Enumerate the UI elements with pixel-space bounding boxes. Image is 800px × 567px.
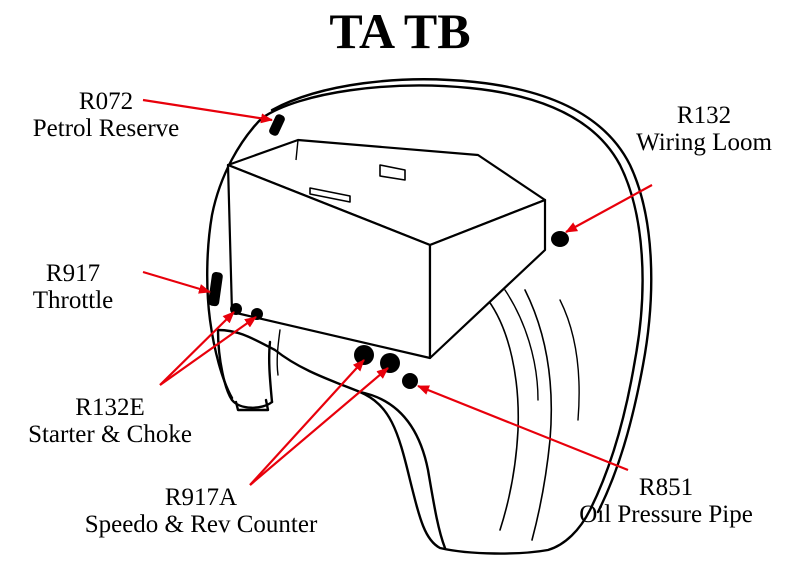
callout-speedo-rev: R917A Speedo & Rev Counter: [56, 484, 346, 538]
arrow-throttle: [142, 270, 211, 294]
callout-arrows: [142, 98, 653, 486]
diagram-title: TA TB: [329, 3, 471, 59]
callout-code: R917: [45, 260, 101, 287]
callout-description: Wiring Loom: [636, 129, 772, 156]
arrow-wiring-loom: [565, 184, 653, 233]
callout-wiring-loom: R132 Wiring Loom: [614, 102, 794, 156]
callout-description: Speedo & Rev Counter: [84, 511, 318, 538]
toolbox: [226, 138, 547, 360]
callout-starter-choke: R132E Starter & Choke: [6, 394, 214, 448]
arrow-speedo-2: [249, 367, 389, 486]
callout-description: Starter & Choke: [28, 421, 192, 448]
callout-throttle: R917 Throttle: [18, 260, 128, 314]
arrow-oil-pressure: [417, 384, 629, 472]
callout-code: R851: [638, 474, 694, 501]
callout-code: R917A: [164, 484, 238, 511]
arrow-petrol-reserve: [142, 98, 273, 124]
callout-code: R072: [78, 88, 134, 115]
callout-description: Throttle: [32, 287, 114, 314]
arrow-starter-1: [159, 311, 235, 386]
callout-description: Oil Pressure Pipe: [579, 501, 753, 528]
arrow-speedo-1: [249, 359, 365, 486]
callout-code: R132: [676, 102, 732, 129]
callout-description: Petrol Reserve: [32, 115, 180, 142]
callout-oil-pressure: R851 Oil Pressure Pipe: [556, 474, 776, 528]
arrow-starter-2: [159, 316, 257, 386]
callout-code: R132E: [75, 394, 145, 421]
callout-petrol-reserve: R072 Petrol Reserve: [10, 88, 202, 142]
